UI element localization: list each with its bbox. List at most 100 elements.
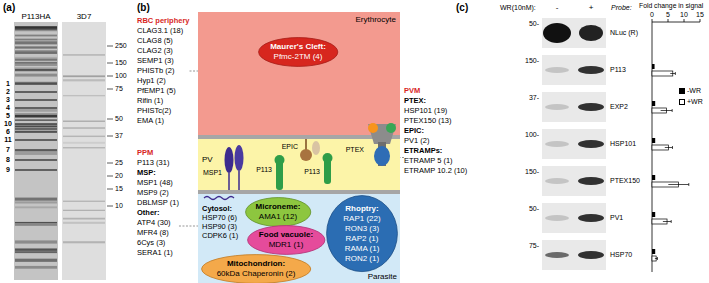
group-heading: EPIC:: [404, 126, 467, 136]
protein-entry: RAMA (1): [343, 244, 380, 254]
protein-entry: Hyp1 (2): [137, 76, 190, 86]
label-holder: 4: [6, 104, 10, 112]
blot-strip: [542, 129, 606, 159]
blot-band: [579, 25, 603, 41]
protein-entry: DBLMSP (1): [137, 198, 179, 208]
label-holder: HSP70: [610, 251, 632, 259]
maurers-cleft: Maurer's Cleft:Pfmc-2TM (4): [258, 37, 338, 67]
label-holder: 25: [115, 159, 123, 167]
gel-band: [15, 131, 57, 133]
blot-band: [578, 103, 604, 111]
parasite-cytoplasm: [198, 194, 400, 283]
protein-entry: RAP1 (22): [343, 214, 380, 224]
protein-entry: PHISTc(2): [137, 106, 190, 116]
bar-chart: [652, 19, 700, 272]
organelle-name: Mitochondrion:: [217, 259, 296, 269]
error-bar: [663, 220, 671, 223]
size-marker: 20: [115, 172, 123, 180]
gel-band: [15, 224, 57, 226]
msp1-protein: [235, 145, 244, 171]
gel-band: [63, 222, 105, 224]
gel-band: [15, 139, 57, 141]
compartment-entry: HSP70 (6): [202, 213, 237, 222]
gel-band: [15, 28, 57, 31]
size-marker: 37: [115, 132, 123, 140]
blot-band: [545, 141, 569, 147]
label-holder: 20: [115, 172, 123, 180]
gel-band: [15, 240, 57, 243]
band-number: 2: [6, 88, 10, 96]
protein-entry: AMA1 (12): [256, 212, 301, 222]
gel-band: [15, 201, 57, 203]
organelle-outline: [245, 198, 310, 227]
legend-text: -WR: [687, 86, 701, 95]
gel-band: [15, 107, 57, 109]
gel-band: [15, 29, 57, 30]
gel-band: [15, 53, 57, 54]
ptex-subunit: [374, 146, 390, 166]
label-holder: Probe:: [611, 4, 632, 12]
gel-band: [63, 95, 105, 96]
organelle-name: Microneme:: [256, 202, 301, 212]
axis-title: Fold change in signal: [639, 2, 703, 10]
gel-lane: [14, 22, 58, 280]
cell-illustration: [198, 12, 400, 283]
label-holder: 11: [4, 136, 11, 144]
bar: [652, 71, 673, 76]
group-heading: Other:: [137, 208, 179, 218]
label-holder: P113HA: [21, 12, 50, 21]
gel-band: [15, 206, 57, 208]
panel-letter: (a): [3, 2, 15, 14]
label-holder: +: [589, 3, 594, 12]
gel-image: [14, 22, 113, 280]
epic-stalk: [305, 139, 307, 150]
gel-bands: [15, 26, 105, 269]
lane-label: P113HA: [21, 12, 50, 21]
compartment-entry: Cytosol:: [202, 204, 232, 213]
blot-strip: [542, 203, 606, 233]
tick-label: 15: [696, 11, 704, 19]
band-number: 4: [6, 104, 10, 112]
blot-band: [543, 23, 571, 43]
rhoptry: Rhoptry:RAP1 (22)RON3 (3)RAP2 (1)RAMA (1…: [326, 195, 398, 272]
label-holder: (c): [456, 2, 468, 14]
label-holder: 75-: [529, 242, 539, 250]
treatment-label: -: [556, 3, 559, 12]
blot-band: [578, 214, 604, 222]
lane-label: 3D7: [77, 12, 92, 21]
label-holder: 6: [6, 128, 10, 136]
text-holder: Microneme:AMA1 (12): [256, 202, 301, 222]
protein-label: P113: [256, 166, 272, 174]
gel-band: [15, 109, 57, 112]
label-holder: 50-: [529, 205, 539, 213]
label-holder: 37-: [529, 94, 539, 102]
label-holder: 5: [666, 11, 670, 19]
gel-band: [63, 210, 105, 211]
gel-band: [15, 123, 57, 125]
protein-label: EPIC: [282, 143, 298, 151]
text-holder: Cytosol:: [202, 204, 232, 213]
gel-band: [15, 83, 57, 85]
label-holder: P113: [256, 166, 272, 174]
legend-swatch: [679, 99, 685, 105]
gel-band: [15, 222, 57, 223]
protein-stalk: [229, 171, 239, 190]
compartment-entry: HSP90 (3): [202, 222, 237, 231]
gel-band: [63, 121, 105, 122]
group-heading: ETRAMPs:: [404, 146, 467, 156]
size-marker: 10: [115, 202, 123, 210]
parasite-region: ParasiteCytosol:HSP70 (6)HSP90 (3)CDPK6 …: [198, 194, 400, 283]
gel-band: [63, 136, 105, 137]
protein-entry: MSP1 (48): [137, 178, 179, 188]
error-bar: [670, 72, 675, 75]
protein-list: RBC peripheryCLAG3.1 (18)CLAG8 (5)CLAG2 …: [137, 16, 190, 126]
microneme-organelle: Microneme:AMA1 (12): [245, 197, 311, 227]
vacuole-band: PV: [198, 139, 400, 190]
organelle-outline: [201, 255, 310, 283]
blot-band: [545, 104, 569, 110]
blot-band: [545, 178, 569, 184]
gel-band: [15, 222, 57, 224]
gel-band: [15, 69, 57, 71]
bar: [652, 249, 655, 254]
gel-band: [63, 218, 105, 220]
